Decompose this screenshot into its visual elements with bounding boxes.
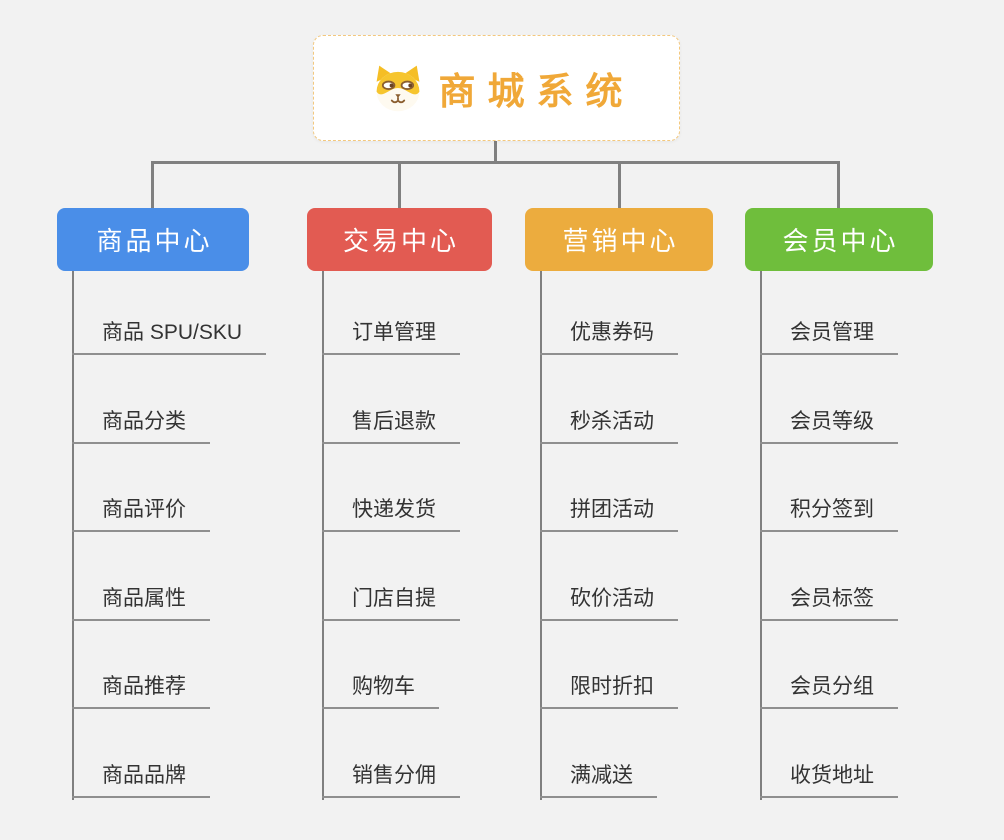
branch-label: 会员中心 [782,226,899,256]
root-title: 商城系统 [438,71,635,112]
branch-label: 商品中心 [96,226,213,256]
leaf-label: 销售分佣 [352,764,436,787]
leaf-label: 秒杀活动 [570,410,654,433]
leaf-label: 售后退款 [352,410,436,433]
leaf-item[interactable]: 限时折扣 [540,669,678,709]
leaf-item[interactable]: 会员标签 [760,581,898,621]
branch-drop-connector [837,161,840,208]
leaf-item[interactable]: 商品推荐 [72,669,210,709]
leaf-item[interactable]: 砍价活动 [540,581,678,621]
leaf-label: 商品属性 [102,587,186,610]
leaf-label: 商品 SPU/SKU [102,321,243,344]
root-stem-connector [494,140,497,163]
leaf-item[interactable]: 拼团活动 [540,492,678,532]
leaf-item[interactable]: 购物车 [322,669,439,709]
leaf-label: 会员管理 [790,321,874,344]
leaf-label: 限时折扣 [570,675,654,698]
leaf-item[interactable]: 会员等级 [760,404,898,444]
branch-node-member[interactable]: 会员中心 [745,208,933,271]
column-spine [540,271,542,800]
leaf-item[interactable]: 优惠券码 [540,315,678,355]
leaf-label: 购物车 [352,675,415,698]
leaf-label: 收货地址 [790,764,874,787]
leaf-item[interactable]: 商品 SPU/SKU [72,315,267,355]
leaf-item[interactable]: 商品属性 [72,581,210,621]
leaf-label: 商品推荐 [102,675,186,698]
branch-node-marketing[interactable]: 营销中心 [525,208,713,271]
leaf-label: 会员标签 [790,587,874,610]
leaf-item[interactable]: 商品评价 [72,492,210,532]
column-spine [760,271,762,800]
leaf-label: 门店自提 [352,587,436,610]
branch-drop-connector [151,161,154,208]
leaf-label: 订单管理 [352,321,436,344]
leaf-item[interactable]: 商品分类 [72,404,210,444]
leaf-item[interactable]: 会员管理 [760,315,898,355]
leaf-label: 拼团活动 [570,498,654,521]
leaf-item[interactable]: 销售分佣 [322,758,460,798]
leaf-item[interactable]: 快递发货 [322,492,460,532]
leaf-item[interactable]: 售后退款 [322,404,460,444]
leaf-label: 会员等级 [790,410,874,433]
leaf-label: 商品品牌 [102,764,186,787]
branch-label: 交易中心 [342,226,459,256]
leaf-item[interactable]: 商品品牌 [72,758,210,798]
column-spine [72,271,74,800]
shiba-dog-icon [376,65,419,112]
branch-label: 营销中心 [562,226,679,256]
branch-drop-connector [618,161,621,208]
column-spine [322,271,324,800]
leaf-item[interactable]: 订单管理 [322,315,460,355]
leaf-label: 砍价活动 [570,587,654,610]
leaf-item[interactable]: 会员分组 [760,669,898,709]
branch-drop-connector [398,161,401,208]
leaf-item[interactable]: 秒杀活动 [540,404,678,444]
leaf-item[interactable]: 满减送 [540,758,657,798]
branch-node-product[interactable]: 商品中心 [57,208,249,271]
leaf-item[interactable]: 收货地址 [760,758,898,798]
leaf-label: 满减送 [570,764,633,787]
leaf-label: 商品分类 [102,410,186,433]
leaf-item[interactable]: 积分签到 [760,492,898,532]
leaf-label: 优惠券码 [570,321,654,344]
leaf-label: 积分签到 [790,498,874,521]
root-node[interactable]: 商城系统 [313,35,680,141]
leaf-label: 快递发货 [352,498,436,521]
branch-bus-connector [151,161,840,164]
leaf-item[interactable]: 门店自提 [322,581,460,621]
branch-node-trade[interactable]: 交易中心 [307,208,492,271]
leaf-label: 会员分组 [790,675,874,698]
leaf-label: 商品评价 [102,498,186,521]
